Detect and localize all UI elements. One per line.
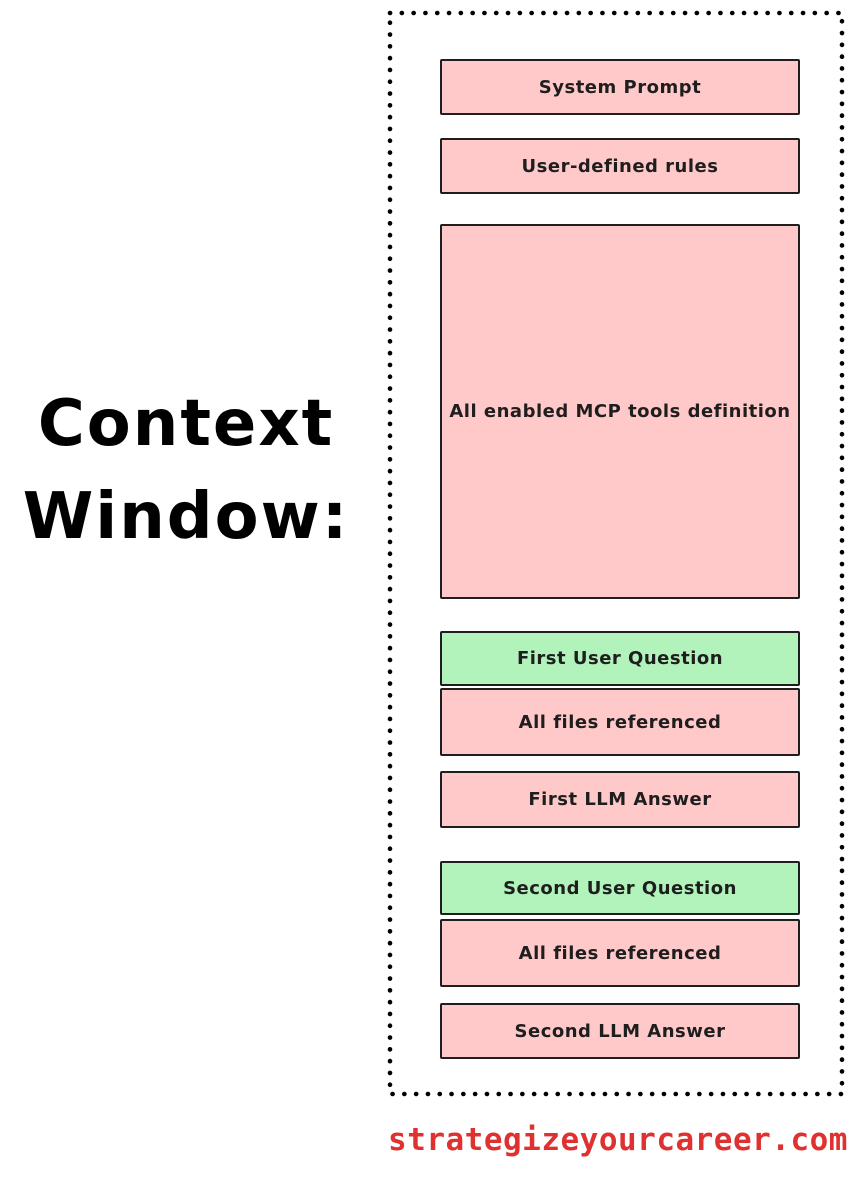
box-label: System Prompt (538, 76, 702, 98)
box-label: First User Question (516, 648, 724, 669)
box-second-llm-answer: Second LLM Answer (440, 1003, 800, 1059)
box-second-user-question: Second User Question (440, 861, 800, 915)
title-line-1: Context (37, 387, 335, 461)
dotted-border (387, 10, 845, 1097)
context-window-container: System Prompt User-defined rules All ena… (387, 10, 845, 1097)
box-label: All enabled MCP tools definition (449, 401, 791, 422)
box-all-files-referenced-1: All files referenced (440, 688, 800, 756)
box-label: User-defined rules (521, 155, 719, 177)
box-user-defined-rules: User-defined rules (440, 138, 800, 194)
footer-url: strategizeyourcareer.com (388, 1122, 848, 1158)
box-label: Second User Question (503, 877, 737, 899)
box-system-prompt: System Prompt (440, 59, 800, 115)
box-label: Second LLM Answer (514, 1020, 726, 1042)
title-line-2: Window: (22, 479, 350, 554)
box-mcp-tools-definition: All enabled MCP tools definition (440, 224, 800, 599)
box-label: First LLM Answer (528, 789, 712, 810)
box-first-user-question: First User Question (440, 631, 800, 686)
box-first-llm-answer: First LLM Answer (440, 771, 800, 828)
box-all-files-referenced-2: All files referenced (440, 919, 800, 987)
box-label: All files referenced (518, 942, 722, 964)
diagram-title: Context Window: (0, 378, 372, 564)
box-label: All files referenced (518, 711, 722, 733)
